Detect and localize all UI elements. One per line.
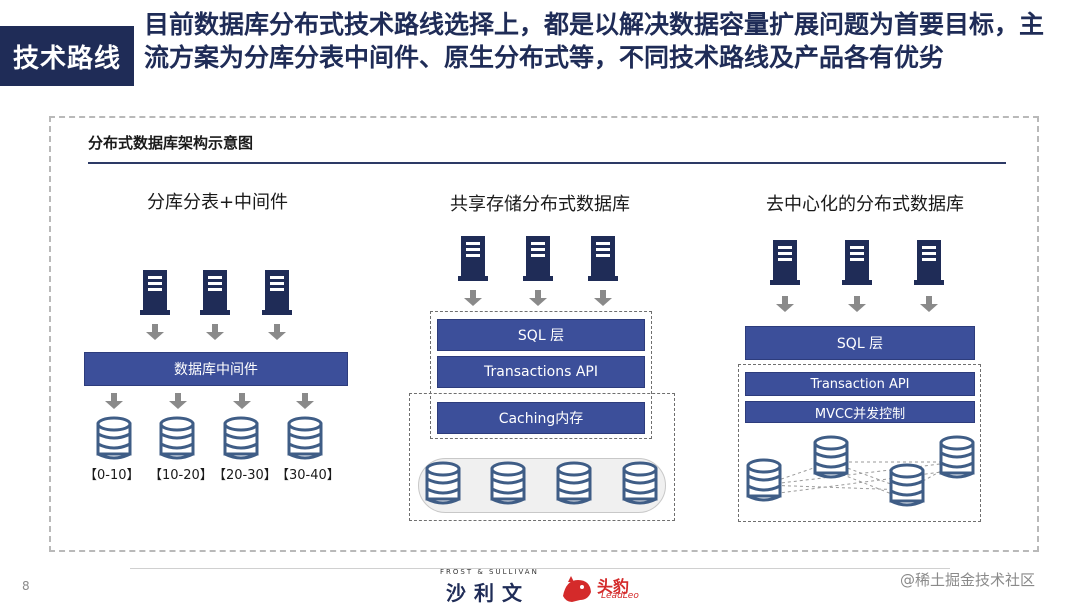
arrow-down-icon bbox=[146, 324, 164, 340]
database-icon bbox=[939, 435, 975, 479]
sql-layer-bar-decentralized: SQL 层 bbox=[745, 326, 975, 360]
watermark: @稀土掘金技术社区 bbox=[900, 571, 1036, 589]
column-title-decentralized: 去中心化的分布式数据库 bbox=[766, 194, 964, 215]
arrow-down-icon bbox=[594, 290, 612, 306]
arrow-down-icon bbox=[529, 290, 547, 306]
sql-layer-bar: SQL 层 bbox=[437, 319, 645, 351]
database-icon bbox=[223, 416, 259, 460]
arrow-down-icon bbox=[233, 393, 251, 409]
server-icon bbox=[842, 240, 872, 285]
database-icon bbox=[556, 461, 592, 505]
mvcc-bar: MVCC并发控制 bbox=[745, 401, 975, 423]
server-icon bbox=[588, 236, 618, 281]
arrow-down-icon bbox=[268, 324, 286, 340]
server-icon bbox=[262, 270, 292, 315]
diagram-frame bbox=[49, 116, 1039, 552]
arrow-down-icon bbox=[848, 296, 866, 312]
arrow-down-icon bbox=[206, 324, 224, 340]
range-label-2: 【10-20】 bbox=[149, 468, 213, 483]
frost-sullivan-small-text: FROST & SULLIVAN bbox=[440, 568, 539, 576]
leadleo-logo-subtext: LeadLeo bbox=[601, 591, 639, 601]
node-mesh-lines bbox=[763, 461, 958, 501]
transaction-api-bar: Transaction API bbox=[745, 372, 975, 396]
arrow-down-icon bbox=[296, 393, 314, 409]
arrow-down-icon bbox=[464, 290, 482, 306]
arrow-down-icon bbox=[169, 393, 187, 409]
range-label-1: 【0-10】 bbox=[84, 468, 140, 483]
transactions-api-bar: Transactions API bbox=[437, 356, 645, 388]
page-headline: 目前数据库分布式技术路线选择上，都是以解决数据容量扩展问题为首要目标，主流方案为… bbox=[144, 10, 1045, 72]
server-icon bbox=[523, 236, 553, 281]
range-label-4: 【30-40】 bbox=[276, 468, 340, 483]
leadleo-logo-text: 头豹 bbox=[597, 577, 630, 596]
diagram-title-rule bbox=[88, 162, 1006, 164]
database-icon bbox=[159, 416, 195, 460]
server-icon bbox=[140, 270, 170, 315]
diagram-title: 分布式数据库架构示意图 bbox=[88, 134, 254, 152]
middleware-bar: 数据库中间件 bbox=[84, 352, 348, 386]
database-icon bbox=[889, 463, 925, 507]
section-tag: 技术路线 bbox=[0, 26, 134, 86]
arrow-down-icon bbox=[776, 296, 794, 312]
column-title-sharding: 分库分表+中间件 bbox=[146, 192, 289, 213]
server-icon bbox=[914, 240, 944, 285]
database-icon bbox=[96, 416, 132, 460]
footer-rule bbox=[130, 568, 950, 569]
storage-layer-box bbox=[409, 393, 675, 521]
server-icon bbox=[770, 240, 800, 285]
caching-bar: Caching内存 bbox=[437, 402, 645, 434]
arrow-down-icon bbox=[105, 393, 123, 409]
database-icon bbox=[622, 461, 658, 505]
transaction-layer-box bbox=[738, 364, 981, 522]
arrow-down-icon bbox=[920, 296, 938, 312]
compute-layer-box bbox=[430, 311, 652, 439]
column-title-shared-storage: 共享存储分布式数据库 bbox=[450, 194, 630, 215]
database-icon bbox=[287, 416, 323, 460]
frost-sullivan-logo: 沙利文 bbox=[446, 581, 530, 605]
server-icon bbox=[200, 270, 230, 315]
database-icon bbox=[813, 435, 849, 479]
server-icon bbox=[458, 236, 488, 281]
database-icon bbox=[746, 458, 782, 502]
database-icon bbox=[490, 461, 526, 505]
leopard-logo-icon bbox=[563, 576, 591, 602]
database-icon bbox=[425, 461, 461, 505]
page-number: 8 bbox=[22, 579, 30, 593]
range-label-3: 【20-30】 bbox=[213, 468, 277, 483]
